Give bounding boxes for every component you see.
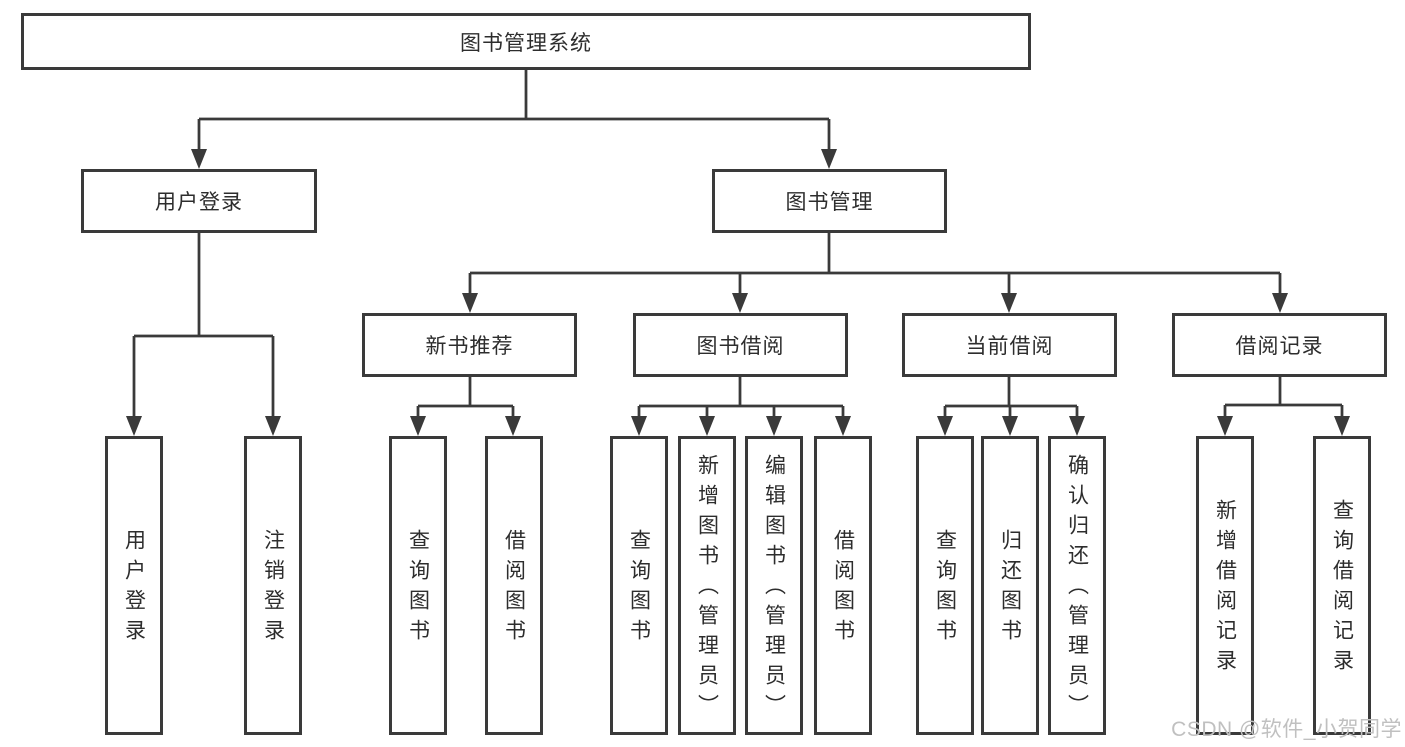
node-leaf-query-borrow-record: 查询借阅记录 [1313, 436, 1371, 735]
node-leaf-borrow-book-label: 借阅图书 [831, 528, 855, 649]
node-leaf-return-book: 归还图书 [981, 436, 1039, 735]
node-leaf-query-borrow-record-label: 查询借阅记录 [1330, 498, 1354, 679]
node-leaf-query-book-current: 查询图书 [916, 436, 974, 735]
connector-new-book-children [416, 377, 515, 418]
csdn-watermark: CSDN @软件_小贺同学 [1171, 718, 1402, 741]
connector-book-borrow-children [637, 377, 845, 418]
node-leaf-edit-book-admin-label: 编辑图书（管理员） [762, 453, 786, 724]
node-leaf-query-book-borrow: 查询图书 [610, 436, 668, 735]
node-leaf-borrow-book-recommend: 借阅图书 [485, 436, 543, 735]
arrowheads [126, 149, 1350, 436]
node-book-management-branch: 图书管理 [712, 169, 947, 233]
node-current-borrow-label: 当前借阅 [965, 335, 1054, 358]
node-leaf-query-book-recommend-label: 查询图书 [406, 528, 430, 649]
node-leaf-user-login: 用户登录 [105, 436, 163, 735]
node-leaf-add-borrow-record-label: 新增借阅记录 [1213, 498, 1237, 679]
node-new-book-recommend-label: 新书推荐 [425, 335, 514, 358]
node-root-system-label: 图书管理系统 [460, 31, 592, 55]
node-book-borrow: 图书借阅 [633, 313, 848, 377]
connector-user-login-children [132, 233, 275, 418]
node-leaf-add-book-admin-label: 新增图书（管理员） [695, 453, 719, 724]
node-leaf-query-book-recommend: 查询图书 [389, 436, 447, 735]
node-leaf-confirm-return-admin: 确认归还（管理员） [1048, 436, 1106, 735]
node-leaf-logout-label: 注销登录 [261, 528, 285, 649]
node-root-system: 图书管理系统 [21, 13, 1031, 70]
node-borrow-records-label: 借阅记录 [1235, 335, 1324, 358]
node-leaf-borrow-book: 借阅图书 [814, 436, 872, 735]
node-user-login-branch-label: 用户登录 [155, 191, 243, 214]
node-leaf-add-borrow-record: 新增借阅记录 [1196, 436, 1254, 735]
node-borrow-records: 借阅记录 [1172, 313, 1387, 377]
connector-borrow-records-children [1223, 377, 1344, 418]
node-leaf-confirm-return-admin-label: 确认归还（管理员） [1065, 453, 1089, 724]
node-leaf-user-login-label: 用户登录 [122, 528, 146, 649]
node-leaf-return-book-label: 归还图书 [998, 528, 1022, 649]
node-book-borrow-label: 图书借阅 [696, 335, 785, 358]
node-leaf-add-book-admin: 新增图书（管理员） [678, 436, 736, 735]
node-leaf-borrow-book-recommend-label: 借阅图书 [502, 528, 526, 649]
node-leaf-logout: 注销登录 [244, 436, 302, 735]
connector-book-mgmt-children [468, 233, 1282, 296]
node-user-login-branch: 用户登录 [81, 169, 317, 233]
node-new-book-recommend: 新书推荐 [362, 313, 577, 377]
node-leaf-query-book-current-label: 查询图书 [933, 528, 957, 649]
connector-current-borrow-children [943, 377, 1079, 418]
node-current-borrow: 当前借阅 [902, 313, 1117, 377]
node-leaf-query-book-borrow-label: 查询图书 [627, 528, 651, 649]
node-book-management-branch-label: 图书管理 [785, 191, 874, 214]
connector-root-to-level2 [197, 70, 831, 152]
node-leaf-edit-book-admin: 编辑图书（管理员） [745, 436, 803, 735]
